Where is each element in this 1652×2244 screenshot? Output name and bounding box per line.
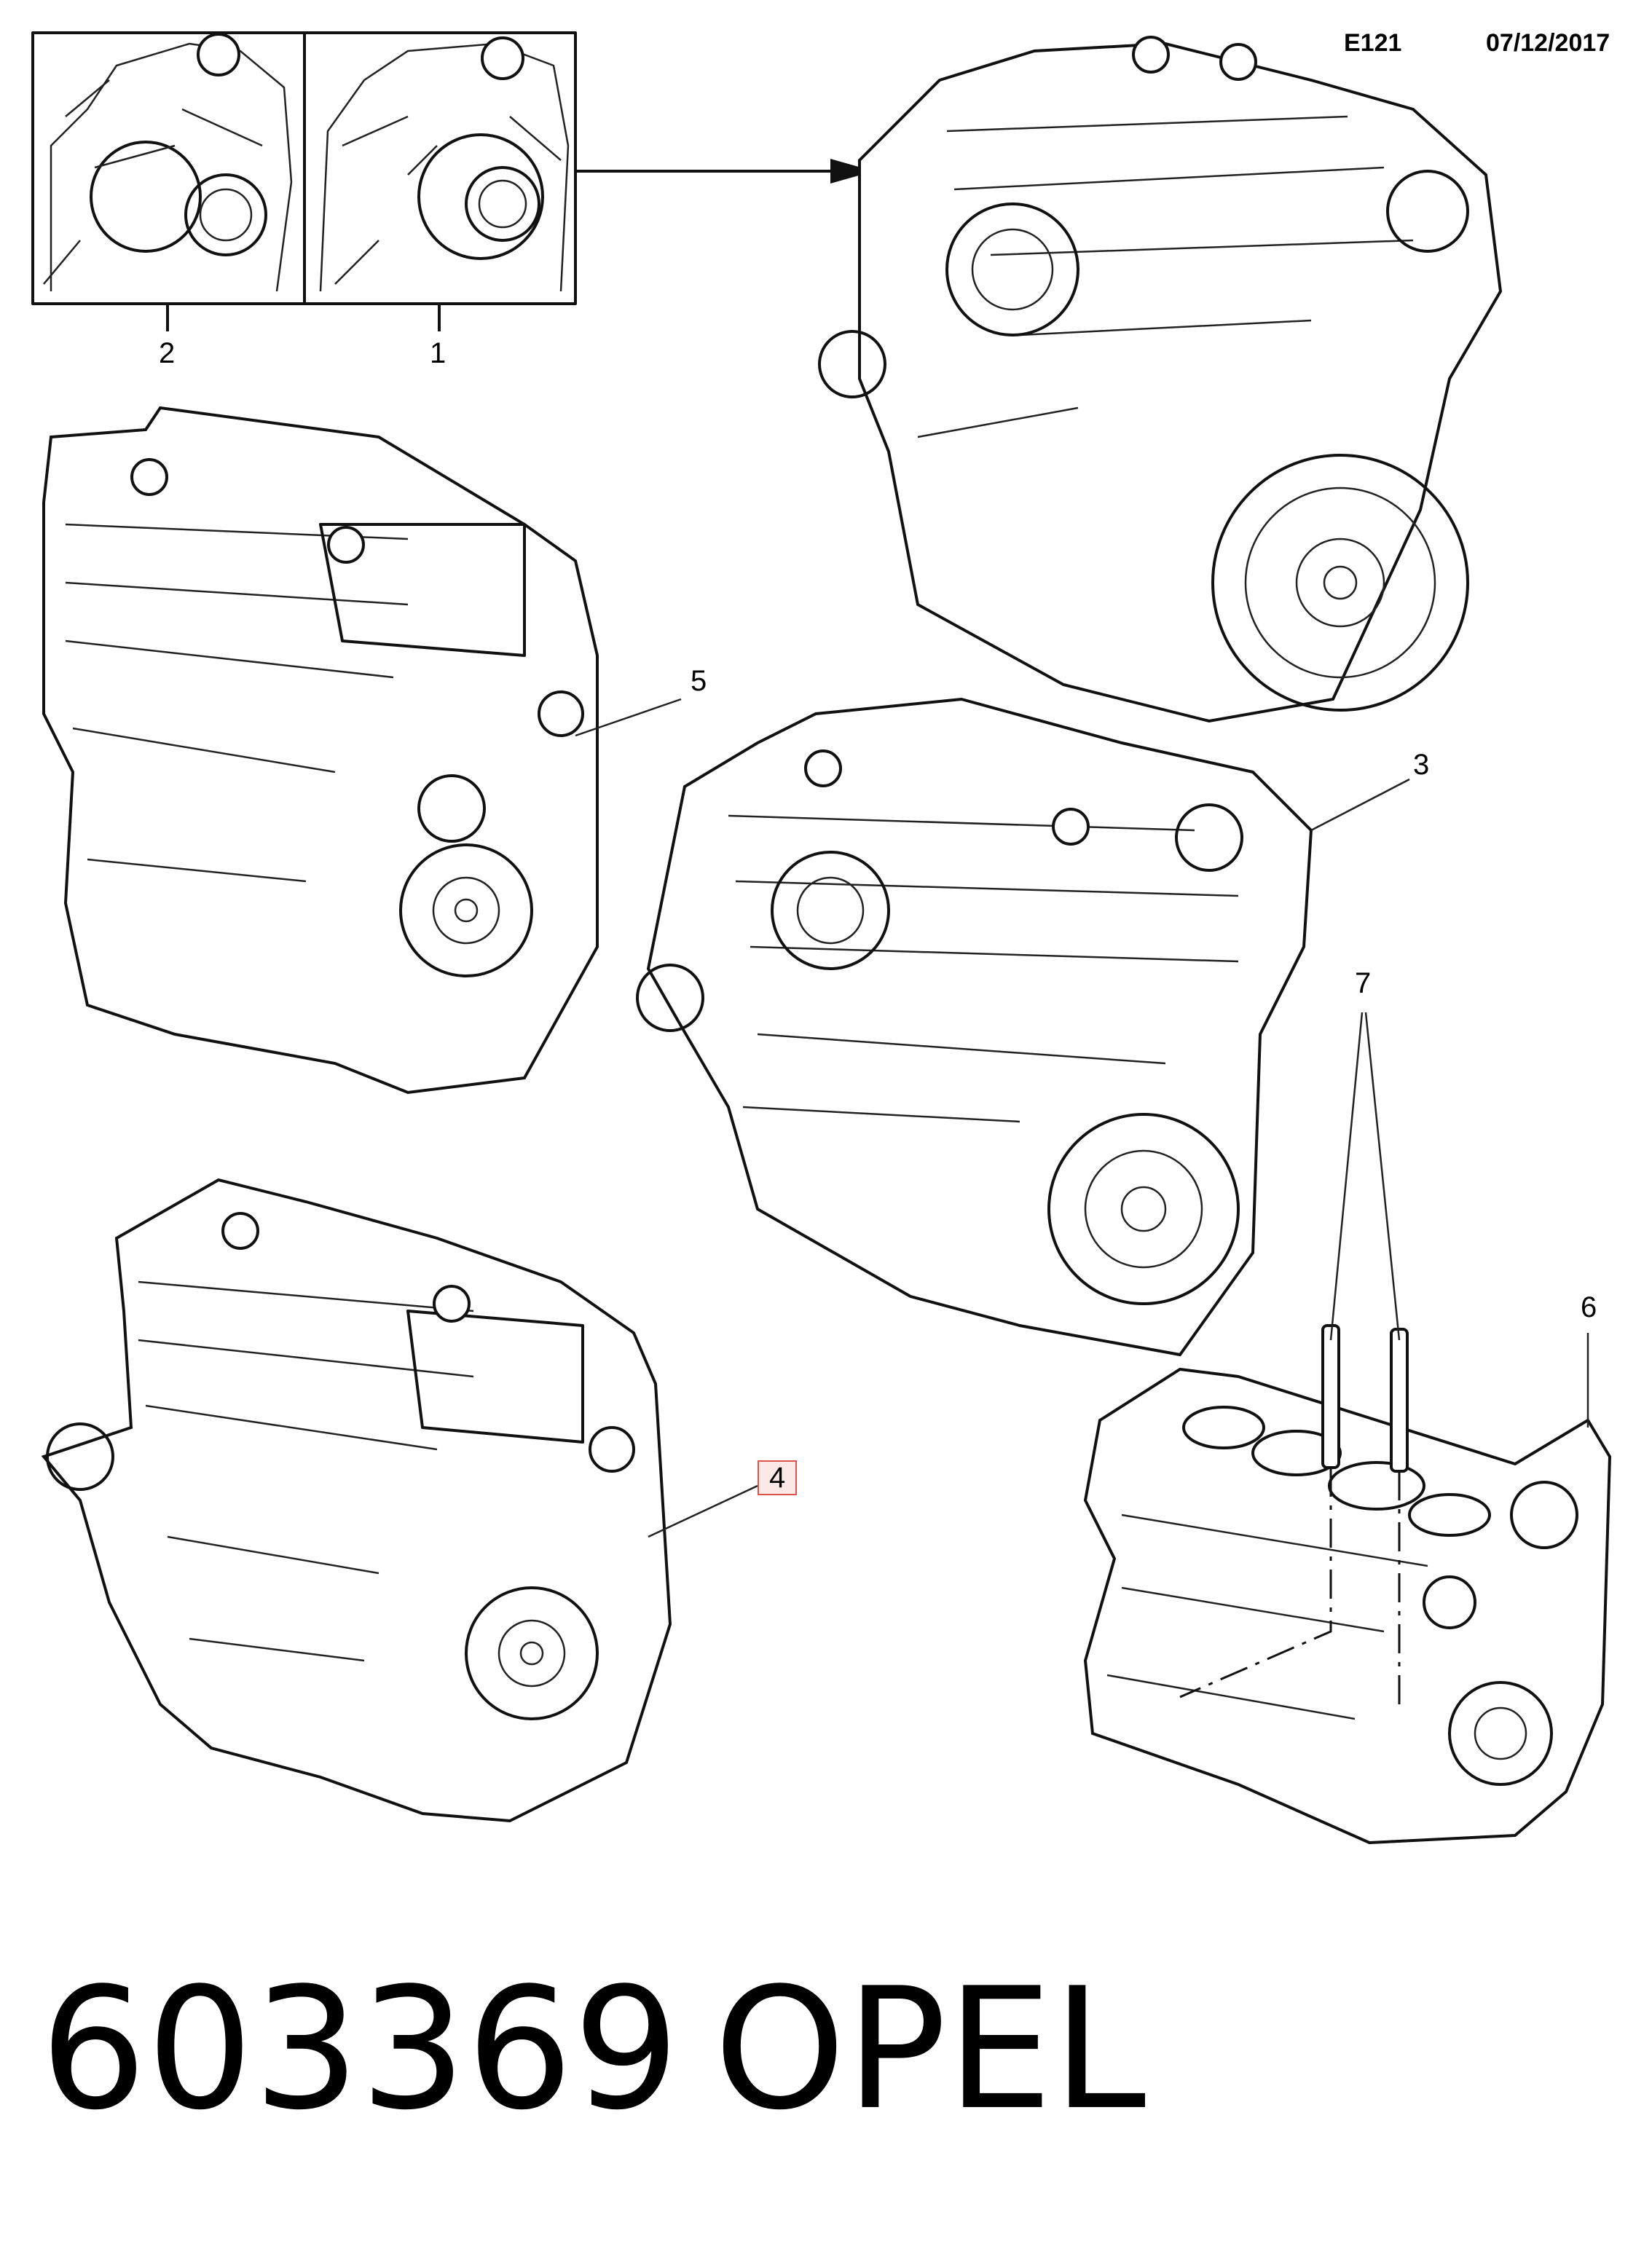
long-block-engine-5-drawing (42, 406, 599, 1095)
inset-pointer-arrow (575, 159, 874, 184)
complete-engine-with-clutch-drawing (818, 36, 1503, 723)
callout-6[interactable]: 6 (1581, 1291, 1597, 1323)
callout-2[interactable]: 2 (159, 337, 176, 369)
complete-engine-3-drawing (636, 697, 1313, 1357)
callout-7[interactable]: 7 (1355, 967, 1372, 999)
short-block-6-drawing (1083, 1367, 1612, 1845)
callout-4-highlighted[interactable]: 4 (758, 1460, 798, 1495)
dowel-pins-7-drawing (1179, 1324, 1409, 1704)
part-number: 603369 (40, 1953, 680, 2147)
callout-3[interactable]: 3 (1413, 749, 1430, 781)
diagram-code: E121 (1344, 29, 1402, 57)
turbo-detail-2-drawing (43, 33, 293, 292)
diagram-date: 07/12/2017 (1486, 29, 1610, 57)
turbo-detail-1-drawing (319, 36, 570, 292)
long-block-engine-4-drawing (41, 1178, 672, 1823)
turbo-detail-inset (31, 31, 577, 331)
callout-5[interactable]: 5 (691, 665, 707, 697)
callout-leader-lines (575, 698, 1589, 1538)
brand-name: OPEL (714, 1953, 1146, 2147)
callout-1[interactable]: 1 (430, 337, 447, 369)
